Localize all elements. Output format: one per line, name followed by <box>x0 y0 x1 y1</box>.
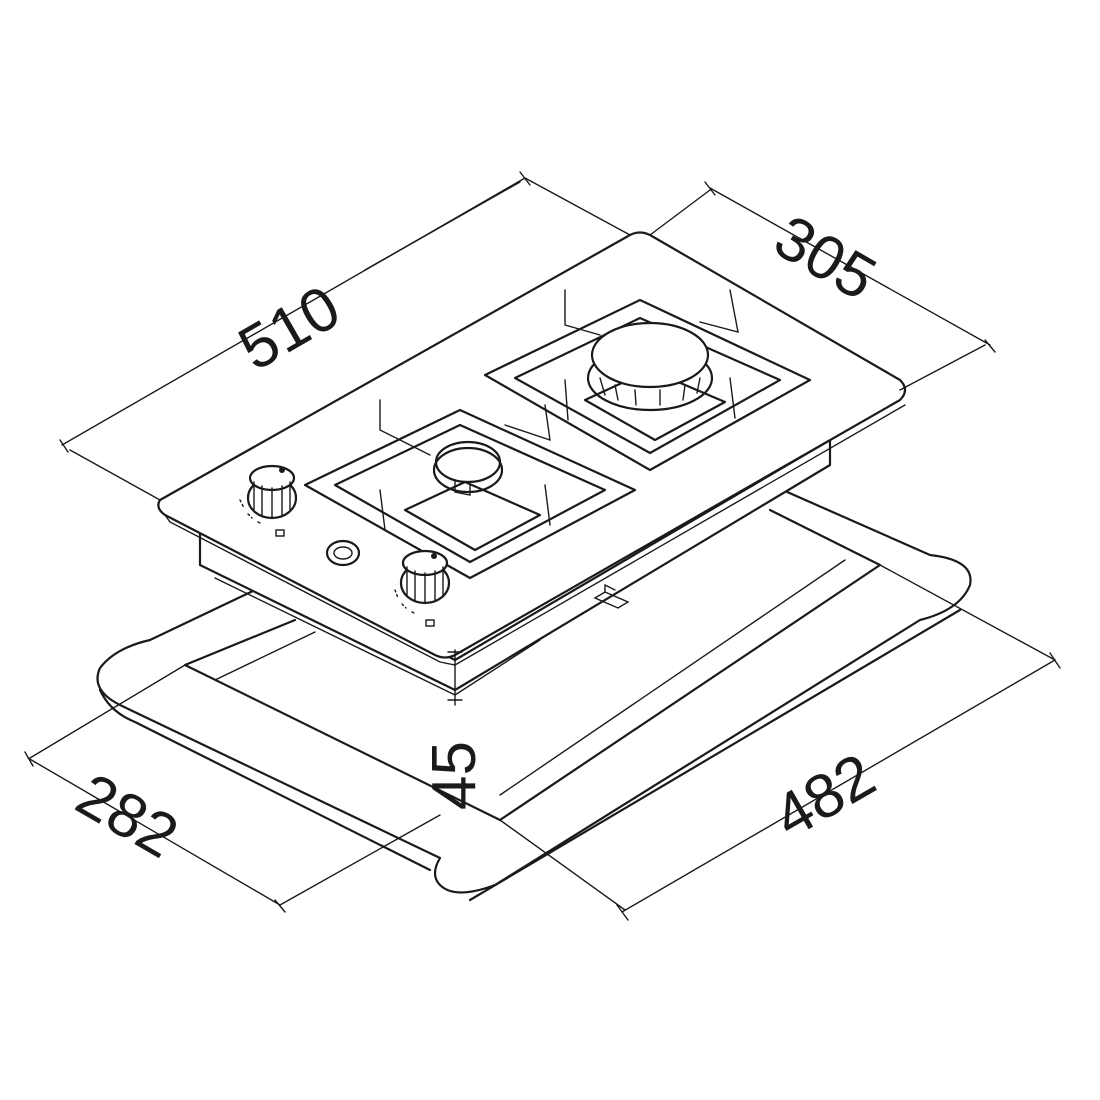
cutout-opening <box>183 508 882 822</box>
dimension-depth-label: 305 <box>763 202 887 313</box>
hob-top-plate-edge <box>164 404 906 666</box>
dimension-height-label: 45 <box>420 741 489 810</box>
dimension-lines <box>24 171 1061 921</box>
hob <box>157 231 907 696</box>
ignition-button-icon <box>325 539 361 567</box>
knob-right-icon <box>394 549 451 627</box>
countertop-cutout <box>96 478 972 902</box>
small-burner-icon <box>432 440 504 496</box>
countertop-outline <box>96 478 972 894</box>
cutout-inner-edge <box>214 559 846 796</box>
knob-left-icon <box>239 464 298 537</box>
dimension-cutout-depth-label: 282 <box>65 760 189 871</box>
hob-top-plate <box>157 231 907 659</box>
trivet-left <box>303 399 637 580</box>
hob-body-bottom <box>214 577 541 696</box>
gas-connector-icon <box>593 583 630 609</box>
countertop-thickness <box>98 608 962 902</box>
large-burner-icon <box>586 321 714 412</box>
dimension-cutout-length-label: 482 <box>763 741 887 852</box>
